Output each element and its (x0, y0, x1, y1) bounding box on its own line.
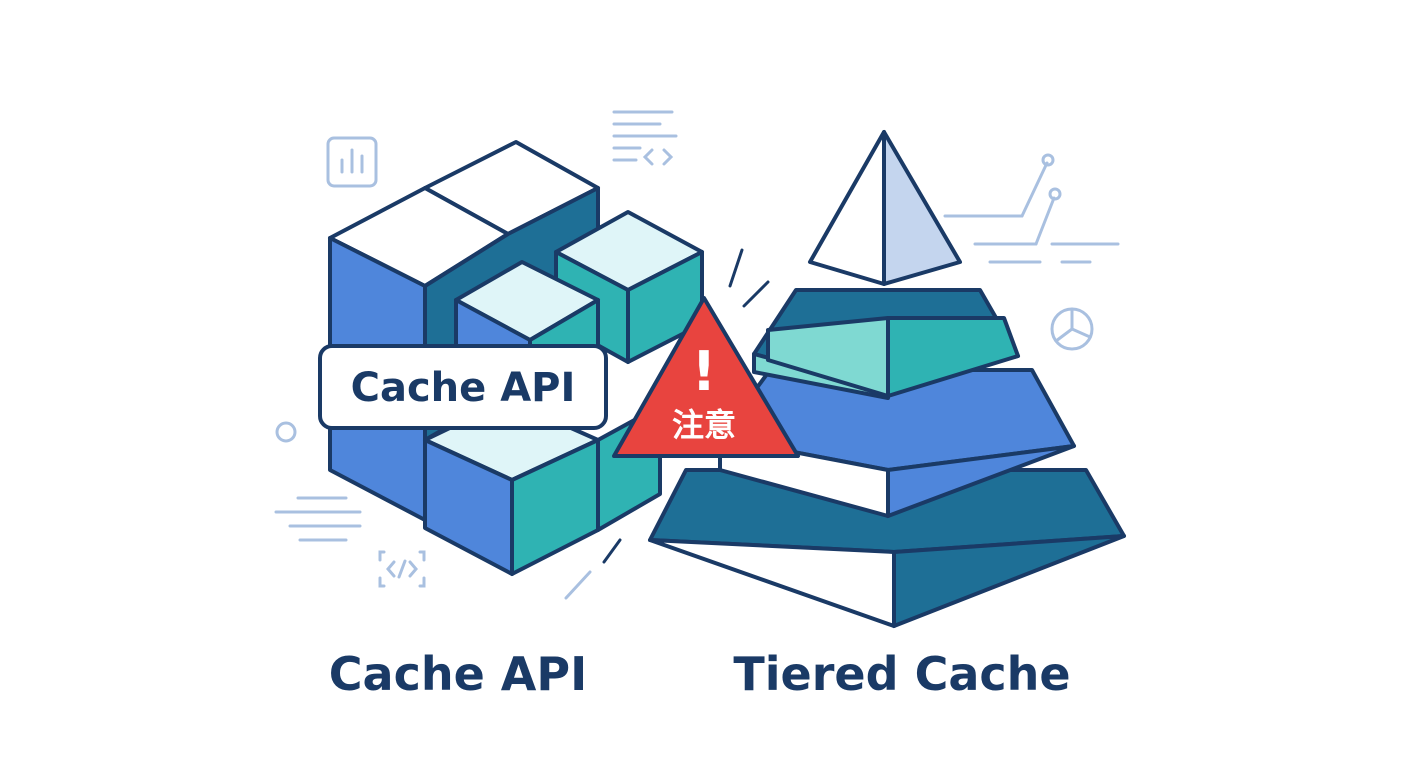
caption-tiered-cache: Tiered Cache (733, 647, 1070, 701)
code-list-icon (612, 110, 678, 166)
tier-4-front (648, 538, 896, 628)
cache-api-badge: Cache API (318, 344, 608, 430)
dot-icon (275, 421, 297, 443)
tiered-cache-pyramid (648, 130, 1126, 628)
apex-left (808, 130, 886, 286)
cache-api-badge-label: Cache API (351, 365, 576, 411)
pie-icon (1050, 307, 1094, 351)
motion-lines-faint (564, 570, 592, 600)
text-lines-icon (274, 496, 362, 542)
warning-sign: ! 注意 (612, 296, 800, 458)
warning-exclamation: ! (692, 340, 717, 403)
apex-right (882, 130, 962, 286)
bar-chart-icon (326, 136, 378, 188)
circuit-icon (943, 153, 1120, 264)
caption-cache-api: Cache API (329, 647, 587, 701)
tier-2-right (886, 316, 1020, 398)
motion-lines (602, 248, 770, 564)
tier-4-right (892, 534, 1126, 628)
code-bracket-icon (378, 550, 426, 588)
tier-3-right (886, 444, 1076, 518)
warning-text: 注意 (672, 406, 736, 444)
